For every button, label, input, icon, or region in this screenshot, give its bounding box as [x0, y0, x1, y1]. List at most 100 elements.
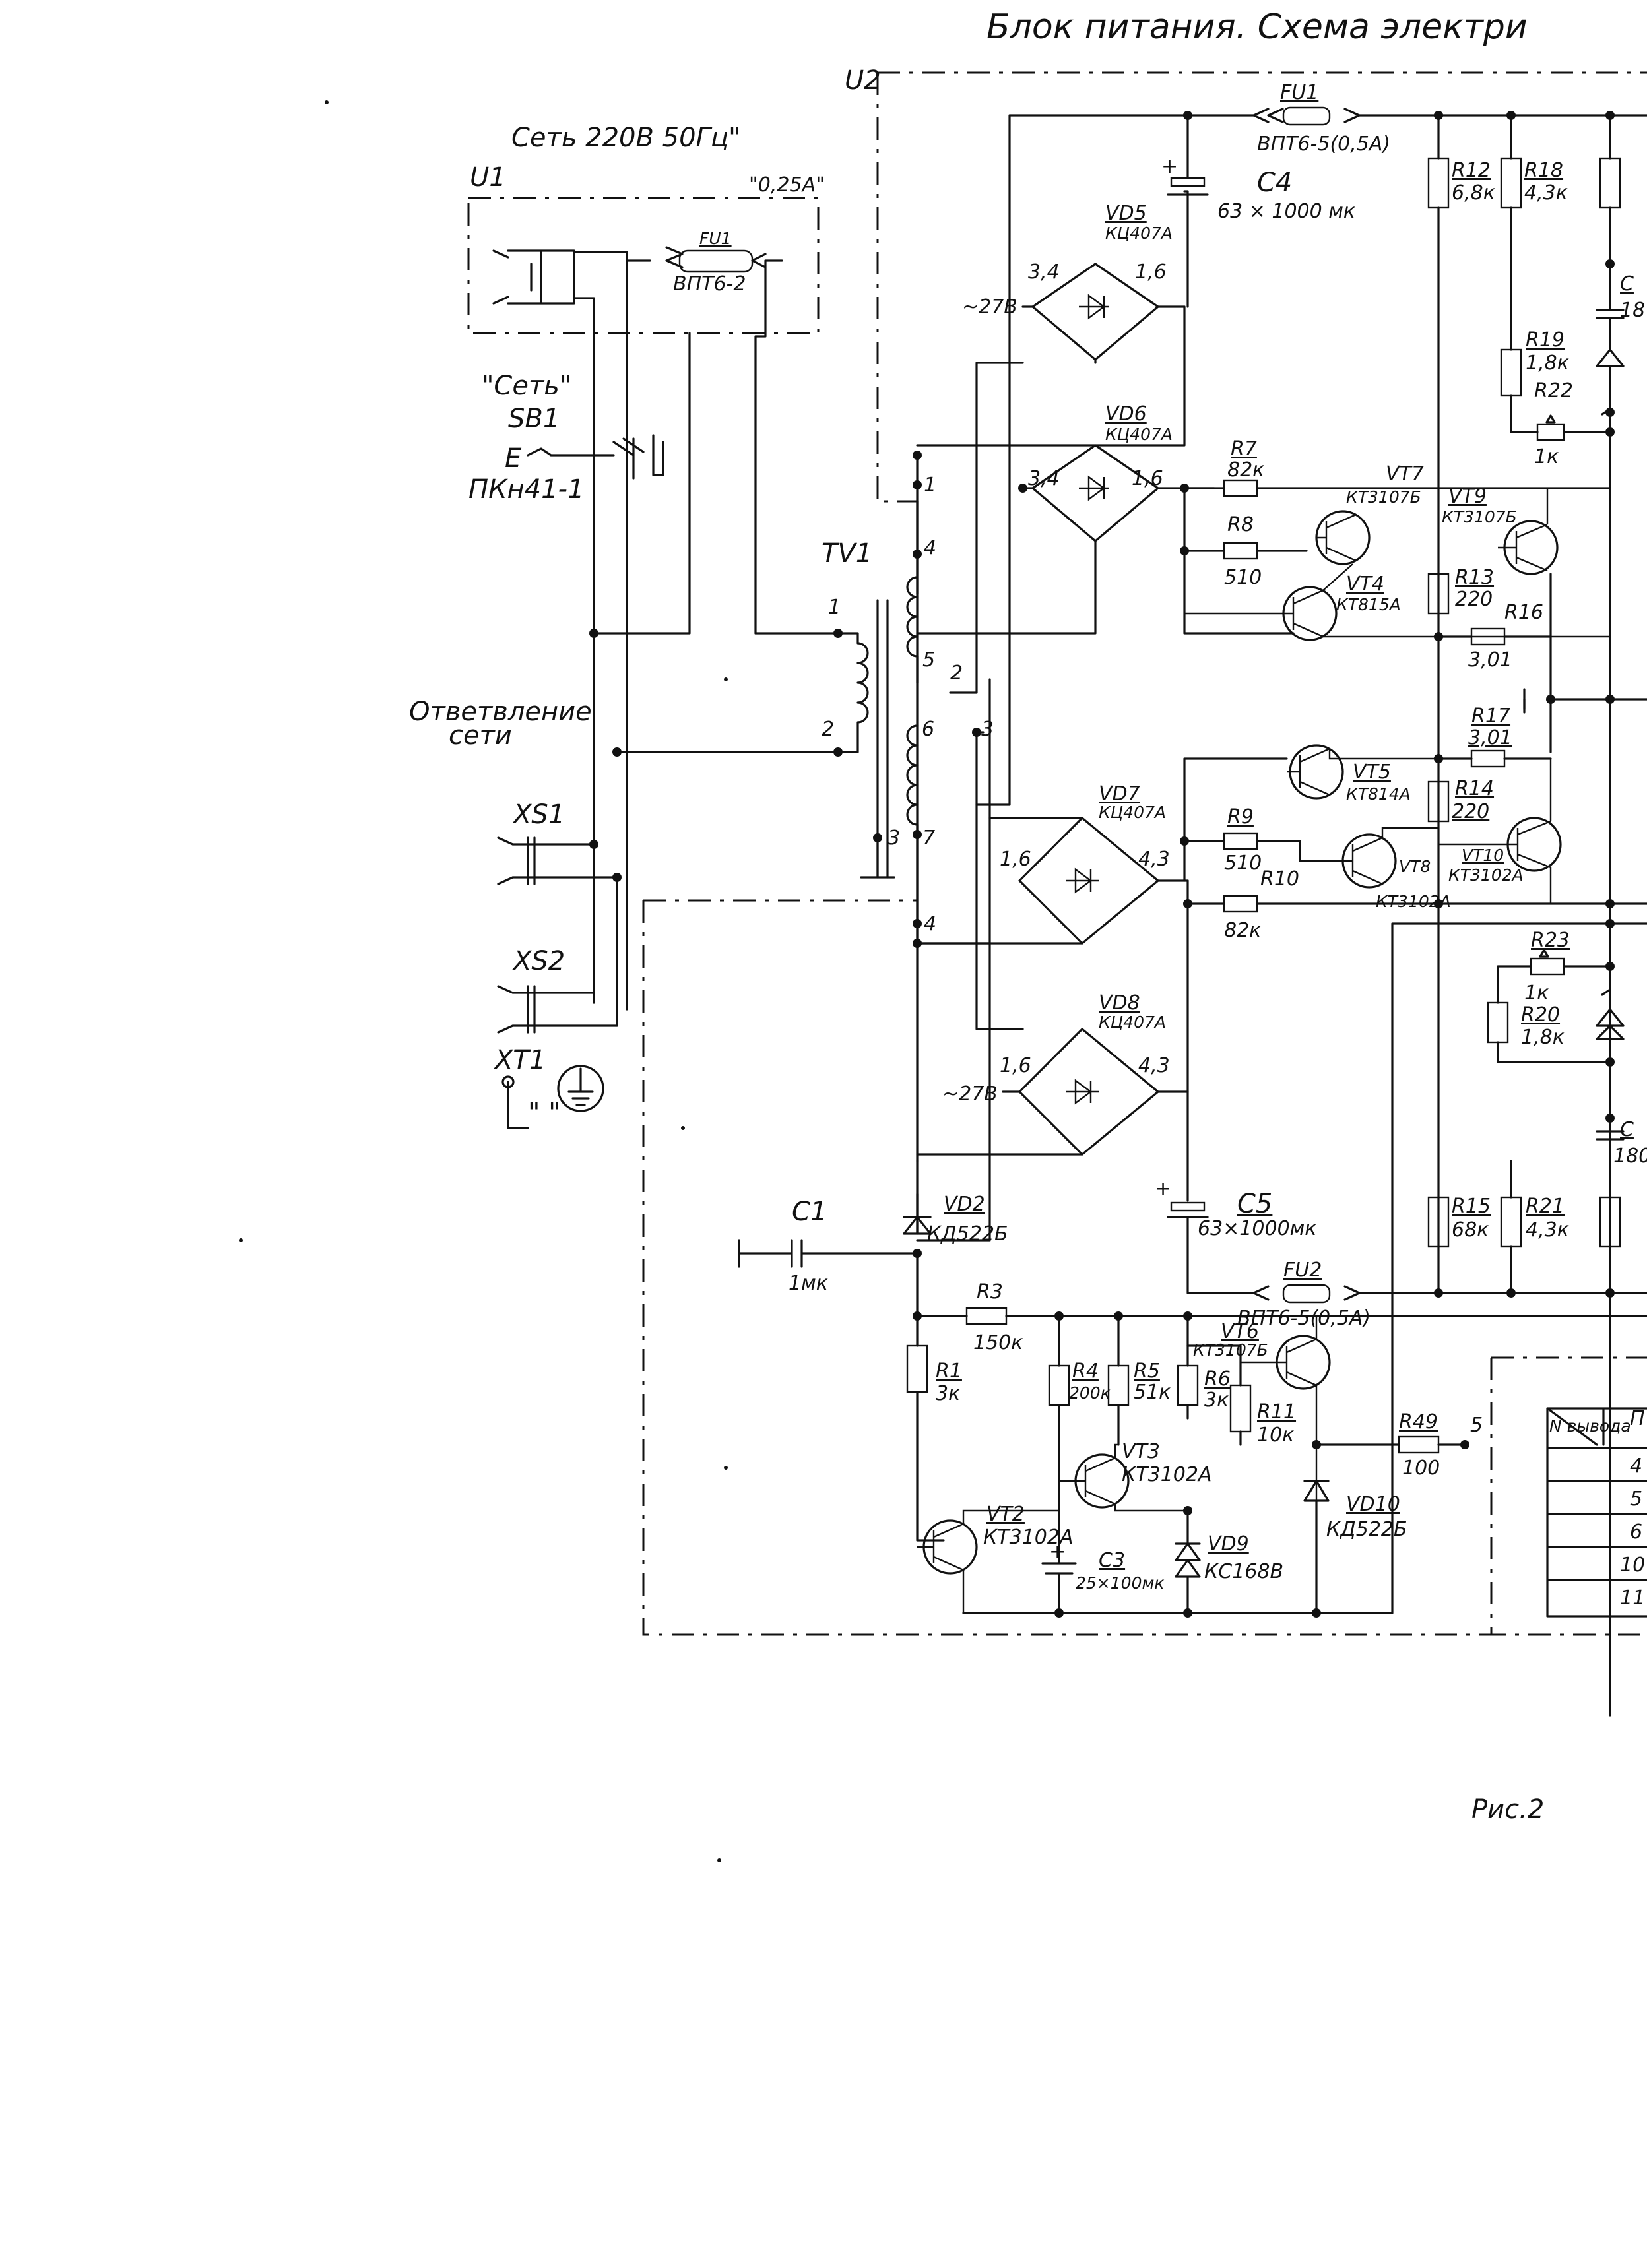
- page-title: Блок питания. Схема электри: [986, 7, 1528, 47]
- res-r8-ref: R8: [1227, 513, 1254, 536]
- cap-c-lower-value: 180: [1613, 1145, 1647, 1168]
- regulator-upper: R12 6,8к R18 4,3к C 18 R19 1,8к R22 1к: [1427, 111, 1645, 1294]
- res-r11-value: 10к: [1257, 1424, 1294, 1447]
- res-r4-ref: R4: [1072, 1360, 1099, 1383]
- pin-table-header-left: N вывода: [1549, 1416, 1631, 1435]
- transistor-vt7-ref: VT7: [1386, 462, 1424, 486]
- bridge-vd6-type: КЦ407А: [1105, 425, 1173, 444]
- res-r9-ref: R9: [1227, 805, 1254, 829]
- transformer-secondary-1: [906, 500, 919, 684]
- cap-c3-plus: +: [1049, 1540, 1066, 1563]
- bottom-rail: + C5 63×1000мк FU2 ВПТ6-5(0,5А): [1155, 1090, 1440, 1330]
- res-r20-value: 1,8к: [1521, 1026, 1565, 1049]
- res-r12-ref: R12: [1452, 159, 1491, 182]
- transistor-vt3-type: КТ3102А: [1122, 1463, 1212, 1486]
- connector-xt1-label: XT1: [494, 1045, 546, 1075]
- res-r8-value: 510: [1224, 566, 1262, 589]
- transistor-vt10-ref: VT10: [1462, 846, 1504, 865]
- connector-xs2-label: XS2: [512, 946, 565, 976]
- frame-u1: U1: [467, 162, 820, 334]
- res-r6-value: 3к: [1204, 1389, 1229, 1412]
- res-r1-ref: R1: [936, 1360, 962, 1383]
- pin-table-row: 5: [1630, 1488, 1642, 1511]
- cap-c5-plus: +: [1155, 1178, 1171, 1201]
- switch-sb1: "Сеть" SB1 E ПКн41-1: [468, 371, 664, 505]
- control-block: C1 1мк VD2 КД522Б R1 3к R3 150к R4 200к …: [738, 1193, 1647, 1618]
- cap-c-lower-ref: C: [1620, 1118, 1634, 1141]
- res-r7-ref: R7: [1231, 437, 1257, 460]
- mains-plug: [507, 249, 575, 305]
- bridge-vd8-left: 1,6: [1000, 1054, 1031, 1077]
- transformer-pin-s2: 2: [950, 662, 963, 685]
- mains-fuse: [626, 246, 783, 635]
- fuse-fu1-ref: FU1: [1280, 81, 1318, 104]
- frame-u2-label: U2: [845, 65, 881, 96]
- res-r18-value: 4,3к: [1524, 181, 1568, 205]
- res-r9-value: 510: [1224, 852, 1262, 875]
- switch-name: "Сеть": [482, 371, 571, 401]
- transistor-vt6-type: КТ3107Б: [1193, 1340, 1268, 1360]
- diode-vd10-type: КД522Б: [1326, 1518, 1407, 1541]
- transistor-vt8-ref: VT8: [1399, 857, 1431, 876]
- bridge-vd8-ref: VD8: [1099, 992, 1140, 1015]
- transformer-pin-s4: 4: [924, 536, 936, 559]
- diode-vd9-type: КС168В: [1204, 1560, 1283, 1583]
- res-r13-ref: R13: [1455, 566, 1494, 589]
- res-r16-ref: R16: [1504, 601, 1543, 624]
- transistor-vt9-type: КТ3107Б: [1442, 507, 1517, 526]
- transistor-vt7-type: КТ3107Б: [1346, 488, 1421, 507]
- ground-mark: " ": [528, 1098, 561, 1128]
- diode-vd2-ref: VD2: [944, 1193, 985, 1216]
- res-r3-ref: R3: [977, 1280, 1003, 1304]
- bridge-vd8: VD8 КЦ407А 1,6 4,3 ~27В: [916, 879, 1189, 1156]
- pin-table-row: 11: [1620, 1587, 1645, 1610]
- mains-title: Сеть 220В 50Гц": [511, 123, 740, 153]
- mains-fuse-rating: "0,25А": [749, 173, 825, 197]
- cap-c3-value: 25×100мк: [1076, 1573, 1164, 1592]
- scan-specks: [239, 100, 728, 1862]
- transistor-vt2-ref: VT2: [986, 1503, 1025, 1526]
- res-r4-value: 200к: [1069, 1383, 1111, 1402]
- transformer-pin-p2: 2: [822, 718, 834, 741]
- bridge-vd7: VD7 КЦ407А 1,6 4,3: [916, 782, 1189, 945]
- res-r22-ref: R22: [1534, 379, 1573, 402]
- res-r19-ref: R19: [1526, 329, 1565, 352]
- connector-xs1-label: XS1: [512, 800, 565, 830]
- res-r10-ref: R10: [1260, 867, 1299, 891]
- connector-xt1: XT1 " ": [494, 1045, 604, 1129]
- mains-fuse-ref: FU1: [699, 229, 732, 248]
- res-r5-value: 51к: [1134, 1381, 1171, 1404]
- res-r16-value: 3,01: [1468, 648, 1512, 672]
- frame-u1-label: U1: [470, 162, 506, 193]
- cap-c-upper-value: 18: [1620, 299, 1645, 322]
- res-r1-value: 3к: [936, 1382, 960, 1405]
- transformer-pin-p1: 1: [828, 596, 841, 619]
- bridge-vd5: VD5 КЦ407А 3,4 1,6 ~27В: [962, 202, 1186, 361]
- transformer-pin-s6: 6: [922, 718, 934, 741]
- bridge-vd5-left: 3,4: [1028, 261, 1060, 284]
- bridge-vd5-ref: VD5: [1105, 202, 1147, 225]
- pin-table: N вывода П 4 5 6 10 11: [1546, 1407, 1647, 1618]
- switch-type: ПКн41-1: [468, 474, 584, 505]
- branch-line2: сети: [449, 720, 512, 751]
- cap-c4-ref: C4: [1257, 168, 1292, 198]
- res-r17-ref: R17: [1471, 705, 1510, 728]
- transistor-vt5-type: КТ814А: [1346, 784, 1411, 803]
- transistor-vt4-type: КТ815А: [1336, 595, 1401, 614]
- fuse-fu2-type: ВПТ6-5(0,5А): [1237, 1307, 1371, 1330]
- bridge-vd5-right: 1,6: [1135, 261, 1167, 284]
- cap-c1-value: 1мк: [789, 1272, 828, 1295]
- transformer-pin-s4b: 4: [924, 912, 936, 935]
- res-r5-ref: R5: [1134, 1360, 1160, 1383]
- transistor-vt10-type: КТ3102А: [1448, 866, 1524, 885]
- res-r23-ref: R23: [1531, 929, 1570, 952]
- transformer-pin-s3: 3: [981, 718, 994, 741]
- res-r15-value: 68к: [1452, 1218, 1489, 1242]
- cap-c5-value: 63×1000мк: [1198, 1217, 1316, 1240]
- bridge-vd6: VD6 КЦ407А 3,4 1,6: [916, 305, 1215, 635]
- diode-vd9-ref: VD9: [1208, 1532, 1249, 1556]
- mains-wiring: Ответвление сети: [409, 332, 843, 757]
- res-r12-value: 6,8к: [1452, 181, 1495, 205]
- mains-block: Сеть 220В 50Гц" "0,25А" FU1 ВПТ6-2: [492, 123, 825, 1011]
- bridge-vd5-voltage: ~27В: [962, 296, 1017, 319]
